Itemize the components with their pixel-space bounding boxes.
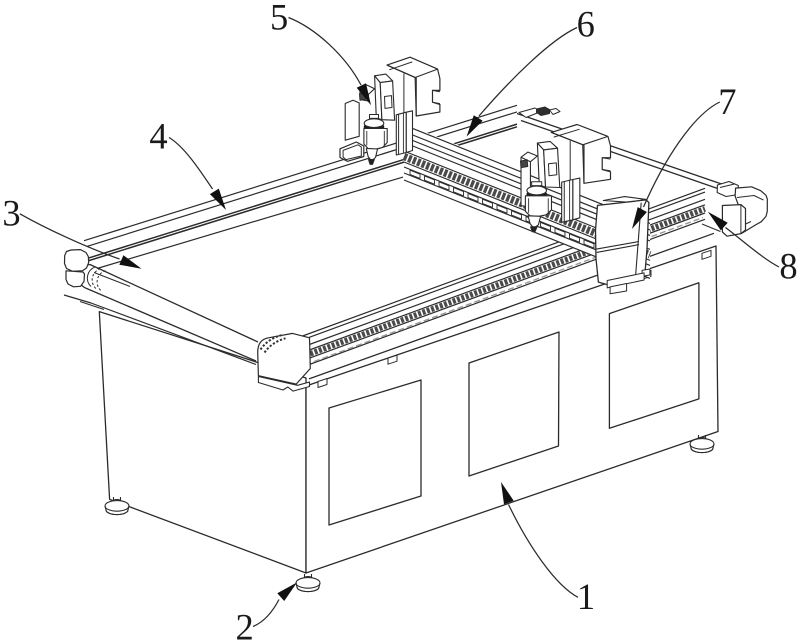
svg-text:3: 3 xyxy=(2,192,20,233)
svg-text:8: 8 xyxy=(779,246,797,287)
svg-text:7: 7 xyxy=(718,81,736,122)
svg-text:5: 5 xyxy=(270,0,288,38)
svg-text:6: 6 xyxy=(577,4,595,45)
svg-text:4: 4 xyxy=(149,115,167,156)
svg-text:1: 1 xyxy=(577,576,595,617)
svg-text:2: 2 xyxy=(235,606,253,644)
